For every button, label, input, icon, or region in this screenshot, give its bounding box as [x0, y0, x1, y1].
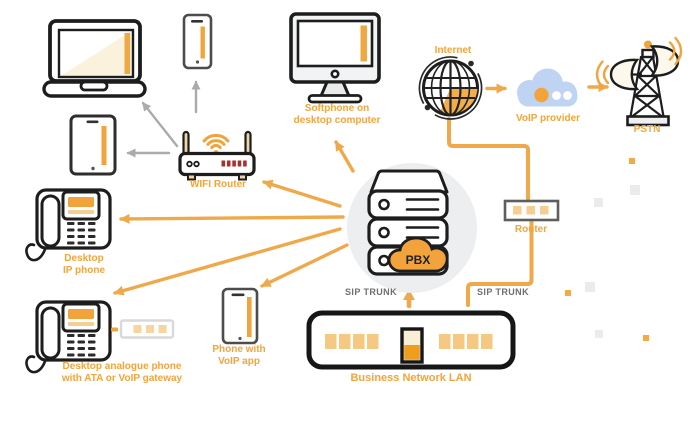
voip-app-label-line1: Phone with: [212, 344, 266, 355]
voip-provider-label: VoIP provider: [515, 113, 581, 124]
voip-app-phone-icon: [221, 287, 259, 345]
pbx-server-icon: PBX: [347, 163, 477, 293]
wifi-router-label: WIFI Router: [189, 179, 247, 190]
router-label: Router: [514, 224, 548, 235]
laptop-icon: [42, 19, 147, 98]
ata-box-icon: [111, 319, 175, 339]
orange-connectors: [447, 117, 534, 307]
analogue-phone-label: Desktop analogue phone with ATA or VoIP …: [62, 361, 182, 385]
wifi-waves-icon: [202, 134, 230, 149]
gray-arrows: [126, 80, 201, 158]
softphone-label-line2: desktop computer: [293, 115, 381, 126]
sip-trunk-right-label: SIP TRUNK: [477, 287, 529, 297]
smartphone-icon: [182, 13, 213, 70]
arrow-pbx-to-voip-app: [260, 243, 349, 288]
voip-cloud-icon: [517, 68, 578, 107]
signal-waves-icon: [595, 36, 683, 89]
desk-phone-icon: [24, 188, 112, 262]
sip-trunk-left-label: SIP TRUNK: [345, 287, 397, 297]
pbx-arrows: [113, 82, 609, 296]
softphone-label-line1: Softphone on: [304, 103, 370, 114]
internet-globe-icon: [418, 56, 483, 120]
router-icon: [503, 199, 560, 222]
arrow-router-to-laptop: [141, 101, 179, 148]
internet-label: Internet: [434, 45, 472, 56]
ip-phone-label: Desktop IP phone: [63, 253, 105, 277]
arrow-pbx-to-ip-phone: [119, 213, 345, 224]
arrow-pbx-to-wifi-router: [262, 179, 342, 208]
voip-app-label: Phone with VoIP app: [212, 344, 265, 368]
ip-phone-label-line1: Desktop: [64, 253, 104, 264]
lan-label: Business Network LAN: [350, 372, 472, 384]
voip-app-label-line2: VoIP app: [218, 356, 260, 367]
analogue-phone-label-line1: Desktop analogue phone: [62, 361, 182, 372]
arrow-pbx-to-softphone: [334, 140, 355, 173]
desktop-computer-icon: [289, 12, 381, 104]
arrow-pbx-to-analogue-phone: [113, 227, 342, 296]
tablet-icon: [69, 114, 117, 176]
lan-switch-icon: [306, 310, 516, 370]
wifi-router-icon: [178, 130, 256, 181]
analogue-phone-label-line2: with ATA or VoIP gateway: [61, 373, 183, 384]
pstn-label: PSTN: [633, 124, 661, 135]
pbx-label: PBX: [406, 253, 431, 267]
line-internet-to-router: [447, 117, 530, 202]
line-router-to-lan: [466, 219, 534, 307]
softphone-label: Softphone on desktop computer: [294, 103, 381, 127]
ip-phone-label-line2: IP phone: [62, 265, 106, 276]
pstn-tower-icon: [595, 36, 683, 127]
decor-squares: [565, 158, 649, 341]
